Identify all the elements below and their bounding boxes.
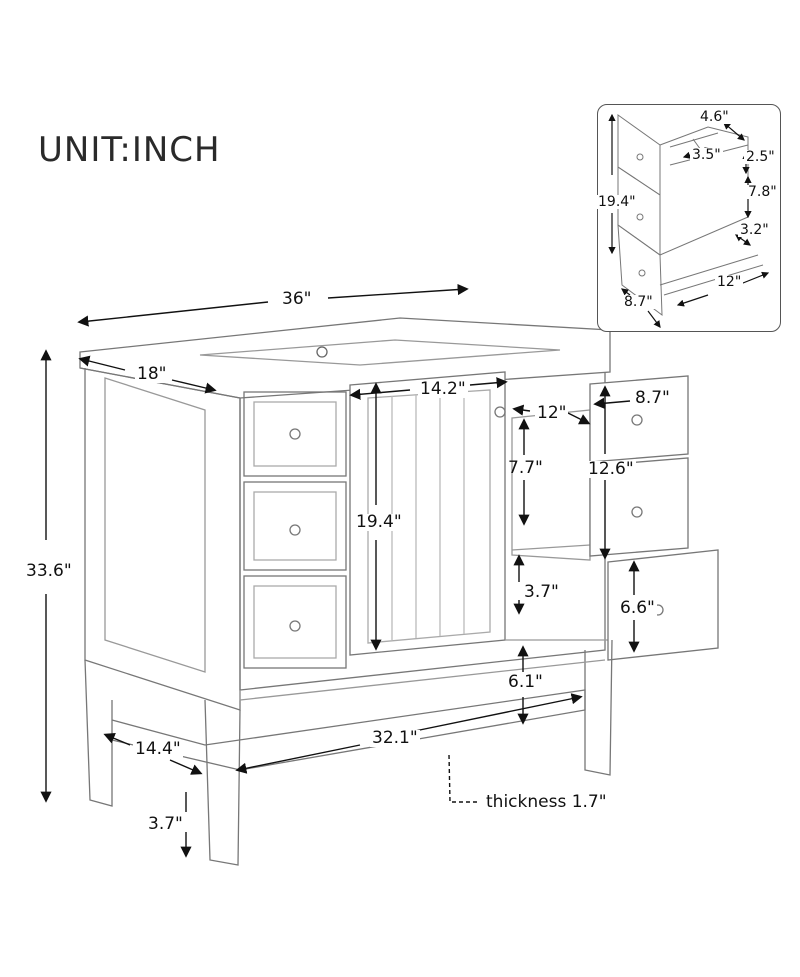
shelf-width-label: 32.1" [370, 728, 420, 748]
inset-top-tray-height-label: 2.5" [744, 149, 777, 165]
drawer-stack-height-label: 12.6" [586, 459, 636, 479]
overall-width-label: 36" [280, 289, 314, 309]
drawer-front-width-label: 8.7" [633, 388, 672, 408]
shelf-depth-label: 14.4" [133, 739, 183, 759]
inset-compartment-width-label: 4.6" [698, 109, 731, 125]
inset-bottom-tray-depth-label: 3.2" [738, 222, 771, 238]
shelf-thickness-label: thickness 1.7" [484, 792, 609, 812]
door-height-label: 19.4" [354, 512, 404, 532]
inset-divider-spacing-label: 3.5" [690, 147, 723, 163]
shelf-clearance-label: 6.1" [508, 672, 543, 692]
leg-height-label: 3.7" [146, 814, 185, 834]
drawer-depth-label: 12" [535, 403, 569, 423]
drawer-interior-height-label: 7.7" [508, 458, 543, 478]
bottom-drawer-interior-height-label: 3.7" [524, 582, 559, 602]
inset-middle-height-label: 7.8" [746, 184, 779, 200]
overall-height-label: 33.6" [24, 561, 74, 581]
inset-drawer-depth-label: 12" [715, 274, 744, 290]
door-width-label: 14.2" [418, 379, 468, 399]
inset-drawer-front-width-label: 8.7" [622, 294, 655, 310]
bottom-drawer-front-height-label: 6.6" [618, 598, 657, 618]
unit-title: UNIT:INCH [38, 130, 221, 170]
inset-drawer-stack-height-label: 19.4" [596, 194, 638, 210]
drawer-detail-inset [597, 104, 781, 332]
overall-depth-label: 18" [135, 364, 169, 384]
